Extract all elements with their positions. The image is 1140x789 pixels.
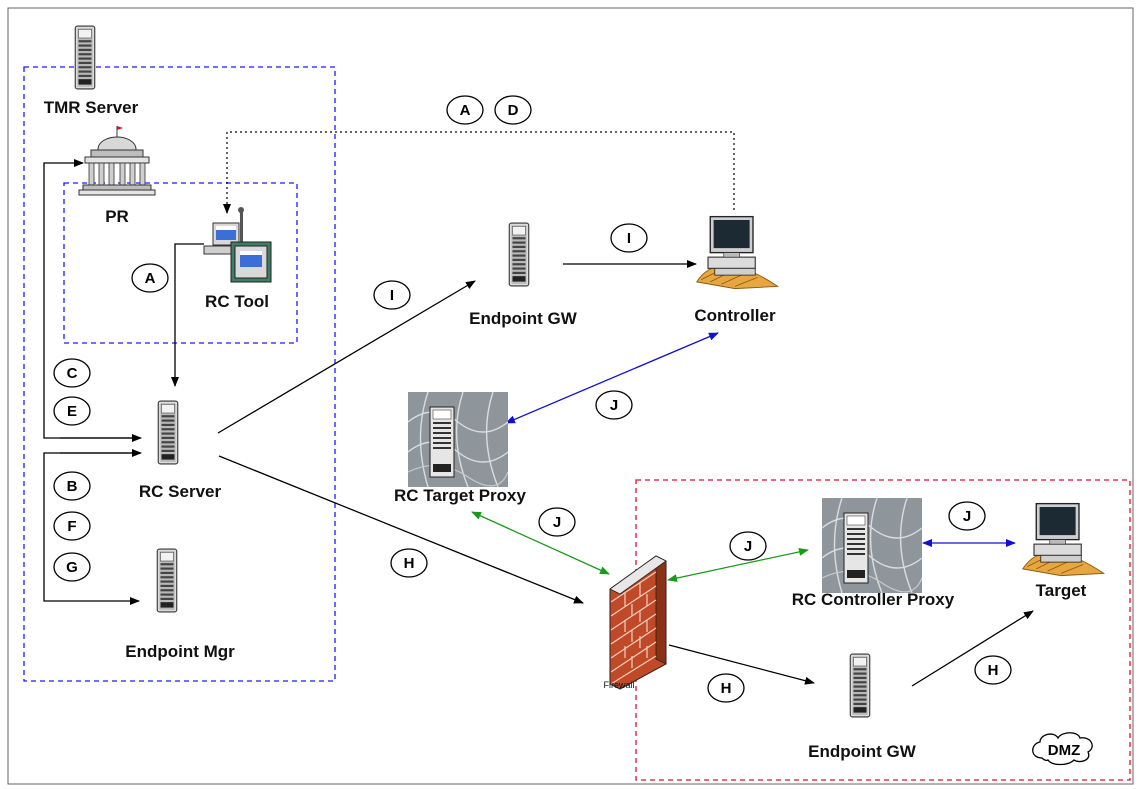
svg-text:F: F bbox=[67, 518, 76, 535]
svg-text:H: H bbox=[988, 662, 999, 679]
svg-text:J: J bbox=[553, 514, 561, 531]
svg-text:H: H bbox=[404, 555, 415, 572]
svg-text:J: J bbox=[744, 538, 752, 555]
endpoint-mgr-label: Endpoint Mgr bbox=[125, 642, 235, 661]
step-bubble-j4: J bbox=[948, 501, 986, 531]
target-label: Target bbox=[1036, 581, 1087, 600]
controller-node[interactable]: Controller bbox=[694, 215, 779, 325]
svg-text:B: B bbox=[67, 478, 78, 495]
rc-tool-icon bbox=[203, 207, 272, 283]
svg-text:D: D bbox=[508, 102, 519, 119]
svg-text:A: A bbox=[145, 270, 156, 287]
svg-text:H: H bbox=[721, 680, 732, 697]
rc-server-label: RC Server bbox=[139, 482, 222, 501]
rc-controller-proxy-node[interactable]: RC Controller Proxy bbox=[792, 498, 955, 609]
firewall-to-controllerproxy-link bbox=[667, 547, 809, 583]
svg-text:J: J bbox=[963, 508, 971, 525]
endpoint-gw-top-label: Endpoint GW bbox=[469, 309, 578, 328]
step-bubble-e: E bbox=[53, 396, 91, 426]
endpoint-gw-top-node[interactable]: Endpoint GW bbox=[469, 222, 578, 328]
rc-tool-node[interactable]: RC Tool bbox=[203, 207, 272, 311]
firewall-node[interactable]: Firewall bbox=[603, 555, 667, 690]
step-bubble-j2: J bbox=[538, 507, 576, 537]
server-icon bbox=[157, 400, 179, 465]
tmr-server-label: TMR Server bbox=[44, 98, 139, 117]
workstation-icon bbox=[1022, 502, 1105, 577]
firewall-label: Firewall bbox=[603, 680, 634, 690]
rcserver-to-endpointgw-link bbox=[217, 280, 476, 434]
step-bubble-a2: A bbox=[131, 263, 169, 293]
rc-tool-label: RC Tool bbox=[205, 292, 269, 311]
controller-to-rctool-dotted-link bbox=[223, 131, 735, 214]
svg-text:E: E bbox=[67, 403, 77, 420]
tivoli-zone bbox=[23, 66, 336, 682]
rctool-to-rcserver-link bbox=[171, 243, 204, 387]
rc-target-proxy-node[interactable]: RC Target Proxy bbox=[394, 392, 527, 505]
endpoint-mgr-node[interactable]: Endpoint Mgr bbox=[125, 548, 235, 661]
endpointgw-to-target-link bbox=[911, 610, 1034, 687]
firewall-icon bbox=[609, 555, 667, 690]
step-bubble-i2: I bbox=[610, 223, 648, 253]
tmr-server-node[interactable]: TMR Server bbox=[44, 25, 139, 117]
step-bubble-h1: H bbox=[390, 548, 428, 578]
controller-to-targetproxy-link bbox=[505, 332, 719, 424]
step-bubble-d1: D bbox=[494, 95, 532, 125]
step-bubble-f: F bbox=[53, 511, 91, 541]
firewall-to-endpointgw-link bbox=[668, 644, 815, 685]
step-bubble-j3: J bbox=[729, 531, 767, 561]
rc-server-node[interactable]: RC Server bbox=[139, 400, 222, 501]
pr-label: PR bbox=[105, 207, 129, 226]
svg-text:I: I bbox=[390, 287, 394, 304]
endpoint-gw-bottom-node[interactable]: Endpoint GW bbox=[808, 653, 917, 761]
pr-zone bbox=[63, 182, 298, 344]
rcserver-to-pr-link bbox=[43, 159, 139, 439]
workstation-icon bbox=[696, 215, 779, 290]
pr-node[interactable]: PR bbox=[78, 126, 156, 226]
rc-controller-proxy-label: RC Controller Proxy bbox=[792, 590, 955, 609]
outer-frame bbox=[7, 7, 1134, 785]
server-icon bbox=[508, 222, 530, 287]
server-icon bbox=[156, 548, 178, 613]
svg-text:I: I bbox=[627, 230, 631, 247]
step-bubble-c: C bbox=[53, 358, 91, 388]
step-bubble-h2: H bbox=[707, 673, 745, 703]
endpoint-gw-bottom-label: Endpoint GW bbox=[808, 742, 917, 761]
targetproxy-to-firewall-link bbox=[471, 511, 610, 575]
rc-target-proxy-label: RC Target Proxy bbox=[394, 486, 526, 505]
server-icon bbox=[849, 653, 871, 718]
dmz-label: DMZ bbox=[1048, 742, 1081, 759]
target-node[interactable]: Target bbox=[1022, 502, 1105, 600]
proxy-icon bbox=[822, 498, 922, 593]
step-bubble-b: B bbox=[53, 471, 91, 501]
svg-text:A: A bbox=[460, 102, 471, 119]
step-bubble-h3: H bbox=[974, 655, 1012, 685]
svg-text:G: G bbox=[66, 559, 78, 576]
step-bubble-a1: A bbox=[446, 95, 484, 125]
controller-label: Controller bbox=[694, 306, 776, 325]
step-bubble-i1: I bbox=[373, 280, 411, 310]
dmz-zone bbox=[635, 479, 1131, 781]
dmz-cloud-badge: DMZ bbox=[1032, 732, 1093, 766]
step-bubble-j1: J bbox=[595, 390, 633, 420]
temple-icon bbox=[78, 126, 156, 196]
proxy-icon bbox=[408, 392, 508, 487]
server-icon bbox=[74, 25, 96, 90]
svg-text:J: J bbox=[610, 397, 618, 414]
svg-text:C: C bbox=[67, 365, 78, 382]
step-bubble-g: G bbox=[53, 552, 91, 582]
rcserver-to-firewall-link bbox=[218, 455, 584, 604]
